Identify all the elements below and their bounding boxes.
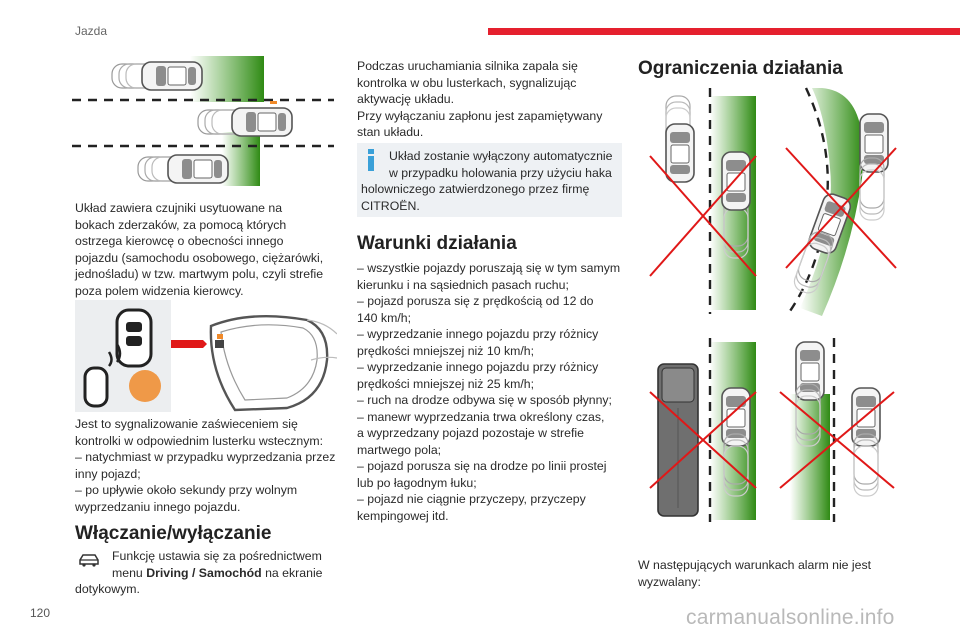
limitation-scenario-2 (785, 87, 897, 316)
info-icon (368, 149, 374, 171)
page-number: 120 (30, 606, 51, 620)
heading-limitations: Ograniczenia działania (638, 58, 843, 79)
watermark: carmanualsonline.info (686, 606, 895, 629)
limitation-scenario-3 (649, 338, 757, 522)
limitations-intro: W następujących warunkach alarm nie jest… (638, 558, 872, 589)
on-off-paragraph: Funkcję ustawia się za pośrednictwem men… (75, 549, 323, 596)
conditions-list: – wszystkie pojazdy poruszają się w tym … (357, 261, 621, 523)
blind-spot-road-illustration (72, 56, 334, 186)
heading-on-off: Włączanie/wyłączanie (75, 523, 272, 544)
limitation-scenario-4 (779, 338, 895, 522)
header-accent-bar (488, 28, 960, 35)
mirror-warning-illustration (75, 300, 337, 412)
section-title: Jazda (75, 24, 108, 38)
menu-path: Driving / Samochód (146, 565, 262, 580)
heading-conditions: Warunki działania (357, 233, 517, 254)
limitation-scenario-1 (649, 88, 757, 314)
car-menu-icon (79, 554, 99, 567)
towing-note: Układ zostanie wyłączony automatycznie w… (357, 143, 622, 217)
